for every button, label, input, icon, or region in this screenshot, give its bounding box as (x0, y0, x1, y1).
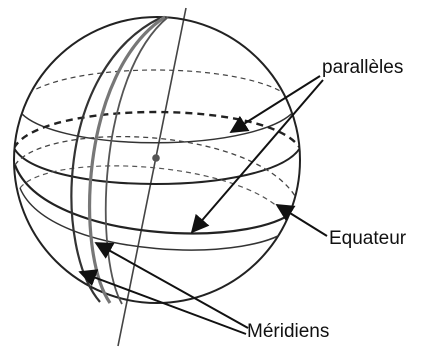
arrow-paralleles-upper (229, 75, 321, 133)
sphere-outline (13, 16, 301, 304)
equator-back (14, 135, 300, 206)
parallel-mid-back (14, 110, 300, 149)
arrow-paralleles-lower (190, 79, 324, 234)
label-paralleles: parallèles (322, 57, 404, 78)
meridian-outer (70, 17, 161, 303)
parallel-lower-front (19, 187, 294, 251)
sphere-center-point (152, 154, 160, 162)
arrow-meridiens-lower (78, 269, 247, 335)
parallel-upper-front (15, 105, 299, 144)
label-equateur: Equateur (329, 228, 407, 249)
polar-axis (117, 7, 187, 347)
arrow-meridiens-upper (94, 242, 249, 329)
arrow-equateur (275, 204, 328, 237)
meridian-inner (104, 16, 169, 305)
meridian-middle (88, 15, 166, 304)
parallel-mid-front (14, 147, 300, 185)
label-meridiens: Méridiens (247, 321, 330, 342)
parallel-lower-back (19, 165, 294, 226)
parallel-upper-back (15, 69, 299, 107)
